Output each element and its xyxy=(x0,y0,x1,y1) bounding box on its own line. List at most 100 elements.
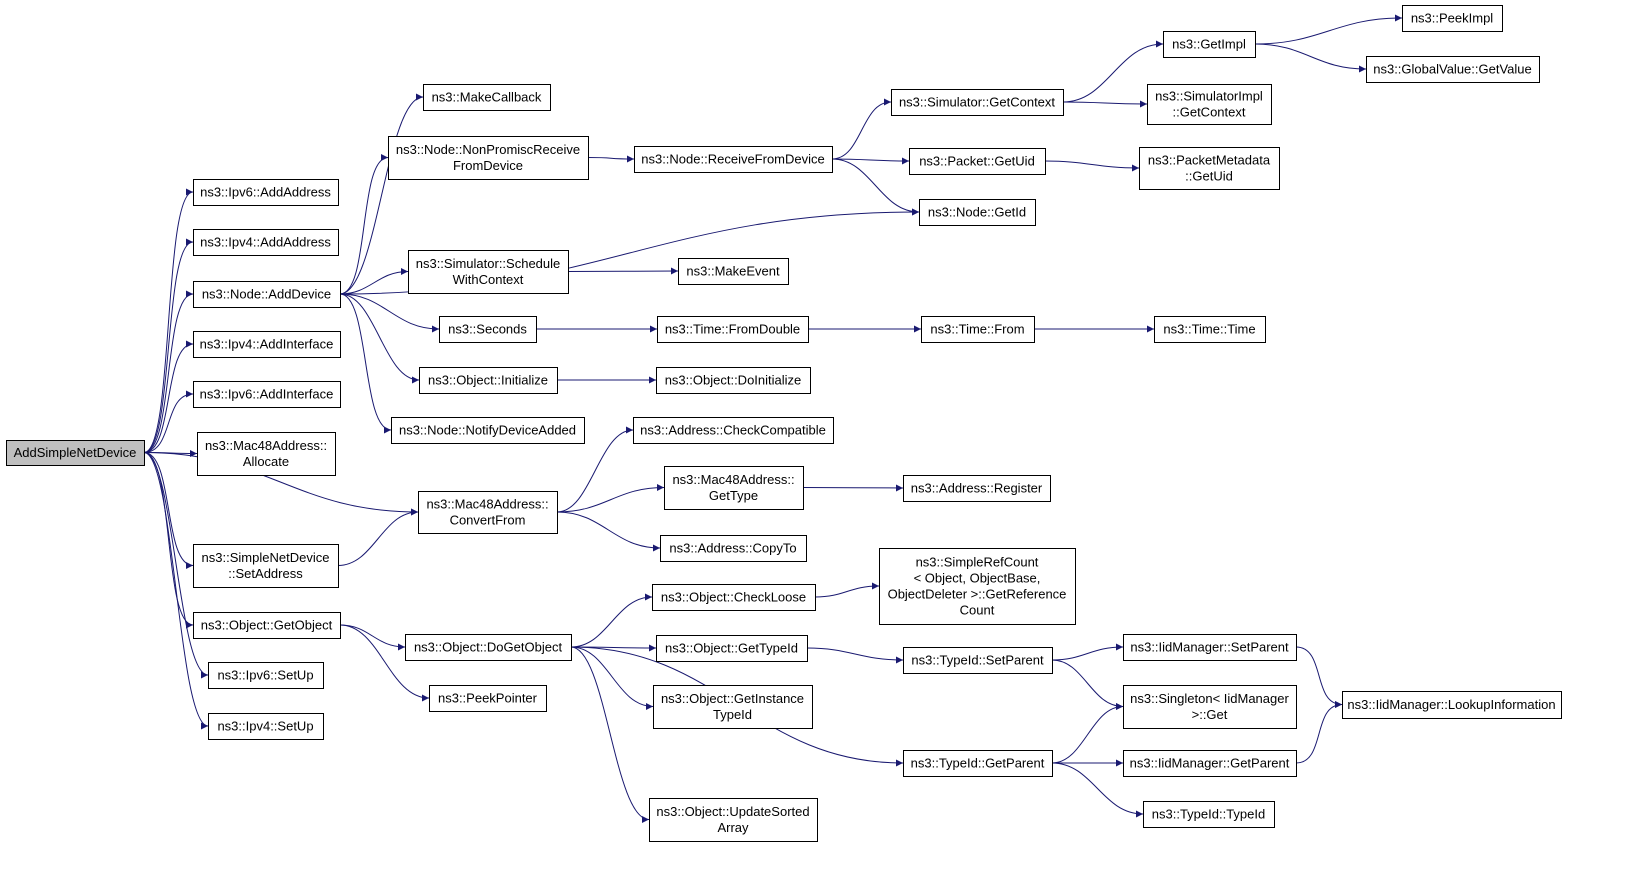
edge-root-to-ipv4_setup xyxy=(143,452,209,730)
node-seconds[interactable]: ns3::Seconds xyxy=(439,316,537,343)
node-packet_getuid[interactable]: ns3::Packet::GetUid xyxy=(909,148,1046,175)
node-root[interactable]: AddSimpleNetDevice xyxy=(6,440,145,466)
node-box xyxy=(423,84,551,111)
node-box xyxy=(903,750,1053,777)
node-packetmetadata_getuid[interactable]: ns3::PacketMetadata::GetUid xyxy=(1139,147,1280,190)
node-node_receivefromdevice[interactable]: ns3::Node::ReceiveFromDevice xyxy=(634,146,833,173)
node-box xyxy=(1139,147,1280,190)
edge-root-to-object_getobject xyxy=(143,452,194,629)
node-makeevent[interactable]: ns3::MakeEvent xyxy=(678,258,789,285)
edge-typeid_setparent-to-singleton_get xyxy=(1051,659,1124,710)
node-mac48_convertfrom[interactable]: ns3::Mac48Address::ConvertFrom xyxy=(418,491,558,534)
node-sim_getcontext[interactable]: ns3::Simulator::GetContext xyxy=(891,89,1064,116)
node-box xyxy=(921,316,1035,343)
node-peekimpl[interactable]: ns3::PeekImpl xyxy=(1402,5,1503,32)
node-label: ns3::Object::GetInstance xyxy=(661,691,804,706)
node-label: ns3::Object::DoInitialize xyxy=(665,373,802,388)
node-object_checkloose[interactable]: ns3::Object::CheckLoose xyxy=(652,584,816,611)
node-mac48_gettype[interactable]: ns3::Mac48Address::GetType xyxy=(664,466,804,510)
node-label: ns3::Node::NotifyDeviceAdded xyxy=(399,423,576,438)
edge-node_receivefromdevice-to-node_getid xyxy=(831,158,920,216)
edge-object_dogetobject-to-object_updatesorted xyxy=(570,646,650,823)
edge-sim_getcontext-to-simimpl_getcontext xyxy=(1062,100,1148,108)
node-label: ns3::IidManager::SetParent xyxy=(1130,640,1289,655)
node-simplenet_setaddress[interactable]: ns3::SimpleNetDevice::SetAddress xyxy=(193,544,339,588)
node-box xyxy=(1147,84,1272,125)
node-ipv6_setup[interactable]: ns3::Ipv6::SetUp xyxy=(208,662,324,689)
node-label: ns3::IidManager::GetParent xyxy=(1130,756,1290,771)
node-box xyxy=(903,475,1051,502)
edge-mac48_gettype-to-address_register xyxy=(802,484,904,492)
node-time_time[interactable]: ns3::Time::Time xyxy=(1154,316,1266,343)
node-box xyxy=(193,544,339,588)
node-makecallback[interactable]: ns3::MakeCallback xyxy=(423,84,551,111)
node-box xyxy=(419,367,558,394)
node-node_adddevice[interactable]: ns3::Node::AddDevice xyxy=(193,281,341,308)
node-mac48_allocate[interactable]: ns3::Mac48Address::Allocate xyxy=(197,432,336,476)
edge-root-to-ipv6_setup xyxy=(143,452,209,679)
node-box xyxy=(656,367,811,394)
edge-root-to-ipv6_addaddress xyxy=(143,188,194,453)
node-ipv4_setup[interactable]: ns3::Ipv4::SetUp xyxy=(208,713,324,740)
node-peekpointer[interactable]: ns3::PeekPointer xyxy=(429,685,547,712)
node-typeid_typeid[interactable]: ns3::TypeId::TypeId xyxy=(1143,801,1275,828)
node-label: ns3::Ipv4::AddAddress xyxy=(200,235,331,250)
node-ipv4_addinterface[interactable]: ns3::Ipv4::AddInterface xyxy=(193,331,341,358)
node-simplerefcount[interactable]: ns3::SimpleRefCount< Object, ObjectBase,… xyxy=(879,548,1076,625)
node-iidmanager_lookup[interactable]: ns3::IidManager::LookupInformation xyxy=(1342,691,1562,719)
node-box xyxy=(208,662,324,689)
node-object_doinitialize[interactable]: ns3::Object::DoInitialize xyxy=(656,367,811,394)
node-object_gettypeid[interactable]: ns3::Object::GetTypeId xyxy=(656,635,808,662)
node-node_getid[interactable]: ns3::Node::GetId xyxy=(919,199,1036,226)
node-box xyxy=(891,89,1064,116)
node-address_copyto[interactable]: ns3::Address::CopyTo xyxy=(660,535,807,562)
node-box xyxy=(1342,691,1562,719)
node-label: ObjectDeleter >::GetReference xyxy=(888,587,1067,602)
node-time_from[interactable]: ns3::Time::From xyxy=(921,316,1035,343)
node-ipv4_addaddress[interactable]: ns3::Ipv4::AddAddress xyxy=(193,229,339,256)
node-globalvalue_getvalue[interactable]: ns3::GlobalValue::GetValue xyxy=(1366,56,1540,83)
node-iidmanager_setparent[interactable]: ns3::IidManager::SetParent xyxy=(1123,634,1297,661)
node-label: ns3::Mac48Address:: xyxy=(672,472,794,487)
node-label: ns3::Simulator::Schedule xyxy=(416,256,561,271)
node-object_getobject[interactable]: ns3::Object::GetObject xyxy=(193,612,341,639)
node-box xyxy=(1123,634,1297,661)
node-label: ns3::Time::From xyxy=(930,322,1024,337)
node-box xyxy=(919,199,1036,226)
node-node_notify[interactable]: ns3::Node::NotifyDeviceAdded xyxy=(391,417,585,444)
node-box xyxy=(656,635,808,662)
node-label: GetType xyxy=(709,488,758,503)
node-singleton_get[interactable]: ns3::Singleton< IidManager>::Get xyxy=(1123,685,1297,729)
node-label: TypeId xyxy=(713,707,752,722)
node-object_dogetobject[interactable]: ns3::Object::DoGetObject xyxy=(405,634,572,661)
node-label: ns3::Mac48Address:: xyxy=(205,438,327,453)
node-box xyxy=(664,466,804,510)
node-label: AddSimpleNetDevice xyxy=(14,445,137,460)
node-label: ns3::TypeId::SetParent xyxy=(911,653,1044,668)
node-typeid_getparent[interactable]: ns3::TypeId::GetParent xyxy=(903,750,1053,777)
node-object_initialize[interactable]: ns3::Object::Initialize xyxy=(419,367,558,394)
node-label: ns3::Object::CheckLoose xyxy=(661,590,806,605)
node-label: ns3::Ipv4::AddInterface xyxy=(200,337,334,352)
node-iidmanager_getparent[interactable]: ns3::IidManager::GetParent xyxy=(1123,750,1297,777)
node-box xyxy=(1402,5,1503,32)
node-ipv6_addinterface[interactable]: ns3::Ipv6::AddInterface xyxy=(193,381,341,408)
edge-iidmanager_getparent-to-iidmanager_lookup xyxy=(1295,701,1343,764)
node-label: FromDevice xyxy=(453,158,523,173)
edge-iidmanager_setparent-to-iidmanager_lookup xyxy=(1295,646,1343,708)
node-box xyxy=(193,381,341,408)
node-getimpl[interactable]: ns3::GetImpl xyxy=(1163,31,1256,58)
node-time_fromdouble[interactable]: ns3::Time::FromDouble xyxy=(657,316,809,343)
node-ipv6_addaddress[interactable]: ns3::Ipv6::AddAddress xyxy=(193,179,339,206)
node-address_checkcompatible[interactable]: ns3::Address::CheckCompatible xyxy=(633,417,834,444)
node-label: ns3::Node::GetId xyxy=(928,205,1026,220)
node-typeid_setparent[interactable]: ns3::TypeId::SetParent xyxy=(903,647,1053,674)
node-address_register[interactable]: ns3::Address::Register xyxy=(903,475,1051,502)
edge-typeid_setparent-to-iidmanager_setparent xyxy=(1051,643,1124,661)
node-simimpl_getcontext[interactable]: ns3::SimulatorImpl::GetContext xyxy=(1147,84,1272,125)
